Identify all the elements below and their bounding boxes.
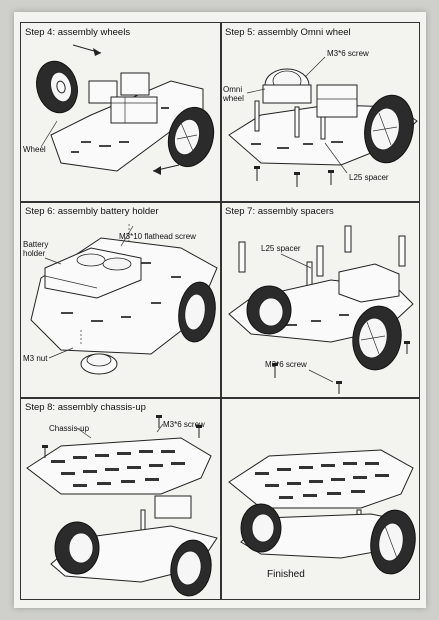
l25-spacer-label-step5: L25 spacer — [349, 173, 389, 182]
step-7-title: Step 7: assembly spacers — [225, 206, 334, 217]
step-8-illustration — [26, 415, 218, 597]
column-divider — [220, 23, 222, 599]
step-4-title: Step 4: assembly wheels — [25, 27, 131, 38]
chassis-up-label: Chassis-up — [49, 424, 90, 433]
step-6-title: Step 6: assembly battery holder — [25, 206, 159, 217]
step-4-illustration — [36, 44, 215, 175]
m3-nut-label: M3 nut — [23, 354, 48, 363]
instruction-sheet: Step 4: assembly wheels — [14, 12, 426, 608]
step-8-panel: Step 8: assembly chassis-up — [21, 398, 220, 599]
omni-screw-label: M3*6 screw — [327, 49, 369, 58]
step-6-panel: Step 6: assembly battery holder — [21, 202, 220, 397]
flathead-screw-label: M3*10 flathead screw — [119, 232, 196, 241]
step-8-title: Step 8: assembly chassis-up — [25, 402, 146, 413]
step-5-panel: Step 5: assembly Omni wheel — [221, 23, 419, 201]
step-7-illustration — [228, 225, 414, 394]
omni-wheel-label: Omni wheel — [223, 85, 244, 103]
l25-spacer-label-step7: L25 spacer — [261, 244, 301, 253]
step-5-illustration — [228, 56, 418, 187]
step-7-panel: Step 7: assembly spacers — [221, 202, 419, 397]
finished-panel: Finished — [221, 398, 419, 599]
finished-label: Finished — [267, 569, 305, 580]
step-5-title: Step 5: assembly Omni wheel — [225, 27, 351, 38]
steps-grid: Step 4: assembly wheels — [20, 22, 420, 600]
m3x6-screw-label-step7: M3*6 screw — [265, 360, 307, 369]
row-divider-1 — [21, 201, 419, 203]
battery-holder-label: Battery holder — [23, 240, 49, 258]
row-divider-2 — [21, 397, 419, 399]
wheel-label: Wheel — [23, 145, 46, 154]
step-4-panel: Step 4: assembly wheels — [21, 23, 220, 201]
step-6-illustration — [30, 224, 218, 375]
finished-illustration — [228, 449, 416, 575]
m3x6-screw-label-step8: M3*6 screw — [163, 420, 205, 429]
